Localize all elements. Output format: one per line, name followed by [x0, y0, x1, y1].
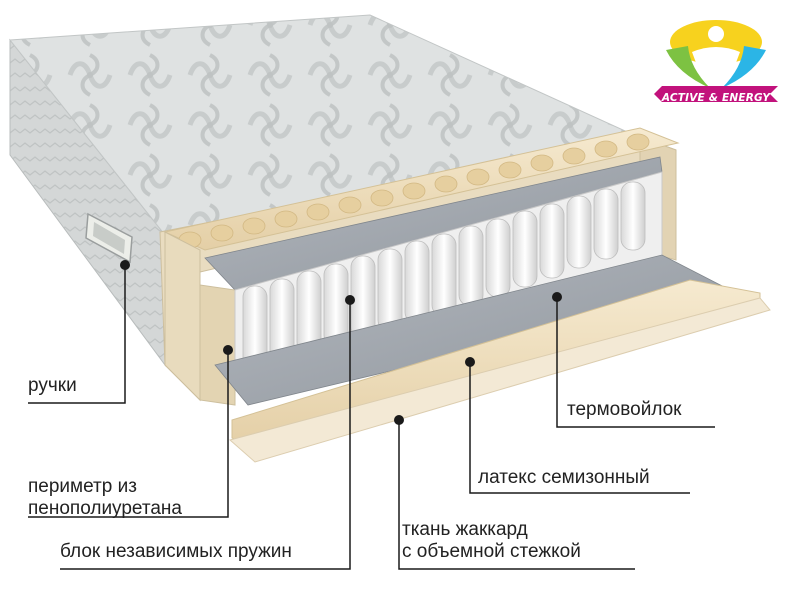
leader-handles [28, 265, 126, 404]
brand-logo-text: ACTIVE & ENERGY [661, 92, 771, 104]
foam-inner-left [199, 284, 236, 406]
label-latex: латекс семизонный [478, 467, 650, 488]
label-fabric-line1: ткань жаккард [402, 519, 528, 540]
label-perimeter-line1: периметр из [28, 476, 137, 497]
leader-fabric [398, 420, 635, 570]
label-felt: термовойлок [567, 399, 682, 420]
foam-front-left [164, 231, 201, 402]
leader-dots [120, 260, 562, 425]
brand-logo-icon [654, 20, 778, 102]
latex-bumps [178, 133, 650, 249]
label-fabric-line2: с объемной стежкой [402, 541, 581, 562]
label-perimeter-line2: пенополиуретана [28, 498, 182, 519]
leader-perimeter [28, 350, 229, 518]
pocket-springs [242, 181, 646, 369]
brand-logo: ACTIVE & ENERGY [648, 12, 784, 124]
leader-springs [60, 300, 351, 570]
jacquard-base [228, 297, 771, 463]
label-handles: ручки [28, 375, 77, 396]
leader-felt [556, 297, 715, 428]
label-spring-block: блок независимых пружин [60, 541, 292, 562]
leader-latex [469, 362, 690, 494]
label-fabric: ткань жаккард с объемной стежкой [402, 519, 581, 563]
handle-icon [85, 212, 133, 264]
label-perimeter: периметр из пенополиуретана [28, 476, 182, 520]
leader-lines [28, 265, 715, 570]
